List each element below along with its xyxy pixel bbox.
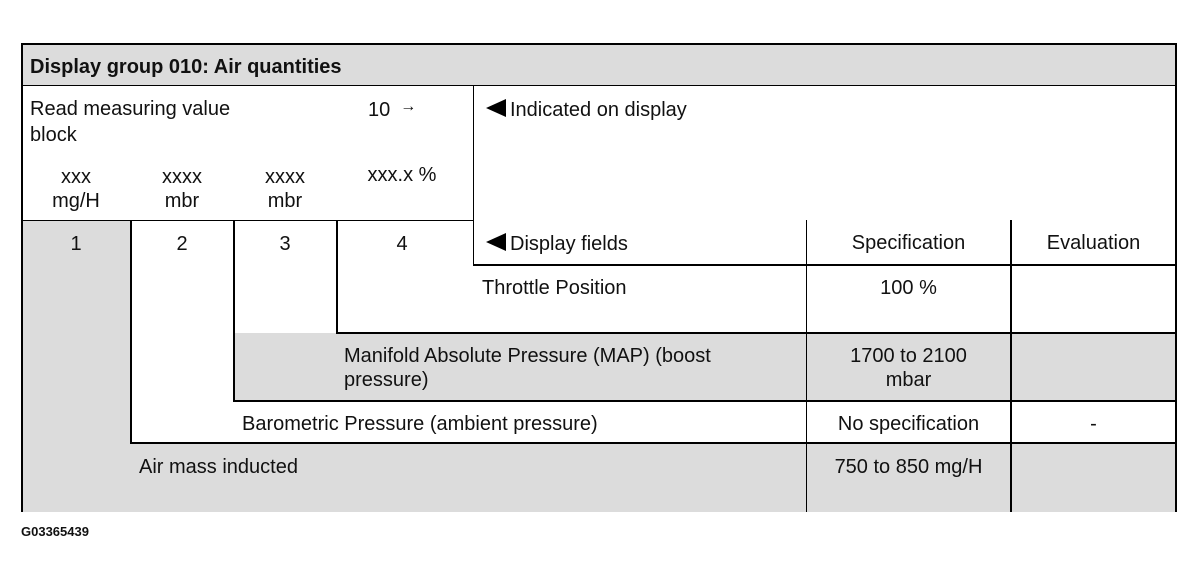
col1-bg [22, 221, 131, 512]
left-triangle-icon [486, 233, 506, 251]
spec-col-left [806, 220, 807, 512]
row3-bottom [130, 442, 1177, 444]
row1-bottom [336, 332, 1177, 334]
field-number-1: 1 [70, 233, 82, 255]
display-fields-header-text: Display fields [510, 233, 628, 255]
row-map-spec-line2: mbar [885, 369, 932, 391]
evaluation-header: Evaluation [1046, 232, 1141, 254]
row-map-field: Manifold Absolute Pressure (MAP) (boost … [344, 344, 711, 392]
indicated-label: Indicated on display [486, 98, 687, 122]
frame-right [1175, 43, 1177, 512]
stair-2-v [233, 220, 235, 402]
figure-id: G03365439 [21, 524, 89, 539]
row-airmass-field: Air mass inducted [139, 456, 298, 478]
block-number-value: 10 [368, 99, 391, 121]
row-air-bg [131, 443, 1176, 512]
unit-1-line1: xxx [61, 166, 91, 188]
row-throttle-spec: 100 % [880, 277, 937, 299]
right-arrow-icon: → [400, 98, 417, 115]
read-label-line1: Read measuring value [30, 98, 231, 120]
row-map-bg [234, 333, 1176, 401]
indicated-label-text: Indicated on display [510, 99, 687, 121]
unit-3: xxxx mbr [234, 165, 336, 213]
block-number: 10 → [368, 98, 416, 124]
unit-4: xxx.x % [337, 163, 467, 187]
stair-3-v [336, 220, 338, 334]
unit-1-line2: mg/H [52, 190, 100, 212]
row-baro-spec: No specification [837, 413, 980, 435]
read-label-line2: block [30, 124, 77, 146]
frame-left [21, 43, 23, 512]
title-bar-bg [22, 44, 1176, 85]
field-number-4: 4 [396, 233, 408, 255]
unit-1: xxx mg/H [22, 165, 130, 213]
left-triangle-icon [486, 99, 506, 117]
header-bottom [473, 264, 1177, 266]
eval-col-left [1010, 220, 1012, 512]
title-bottom [21, 85, 1177, 86]
unit-3-line2: mbr [267, 190, 303, 212]
stair-1-v [130, 220, 132, 444]
row-baro-field: Barometric Pressure (ambient pressure) [242, 413, 598, 435]
display-fields-header: Display fields [486, 232, 628, 256]
field-number-2: 2 [176, 233, 188, 255]
row-throttle-field: Throttle Position [482, 277, 627, 299]
unit-4-line1: xxx.x % [367, 164, 437, 186]
row2-bottom [233, 400, 1177, 402]
row-map-field-line1: Manifold Absolute Pressure (MAP) (boost [344, 345, 711, 367]
row-map-field-line2: pressure) [344, 369, 429, 391]
field-number-3: 3 [279, 233, 291, 255]
unit-3-line1: xxxx [265, 166, 305, 188]
indicated-divider [473, 85, 474, 265]
unit-2-line2: mbr [164, 190, 200, 212]
specification-header: Specification [851, 232, 966, 254]
unit-2-line1: xxxx [162, 166, 202, 188]
table-title: Display group 010: Air quantities [30, 56, 342, 78]
row-map-spec-line1: 1700 to 2100 [850, 345, 967, 367]
row-baro-eval: - [1090, 413, 1097, 435]
unit-2: xxxx mbr [131, 165, 233, 213]
row-airmass-spec: 750 to 850 mg/H [834, 456, 983, 478]
units-bottom [21, 220, 474, 221]
row-map-spec: 1700 to 2100 mbar [807, 344, 1010, 392]
frame-top [21, 43, 1177, 45]
